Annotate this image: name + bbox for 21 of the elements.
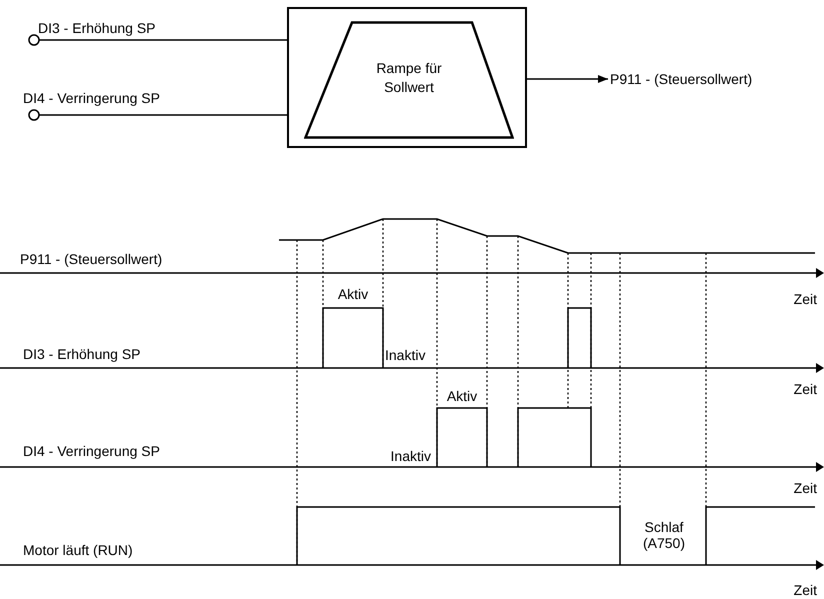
signal-line: [28, 34, 287, 46]
state-label: Aktiv: [338, 286, 368, 302]
state-label: Aktiv: [446, 388, 478, 404]
axis-label: Zeit: [794, 291, 817, 307]
signal-name: Motor läuft (RUN): [23, 542, 133, 558]
signal-name: DI4 - Verringerung SP: [23, 443, 160, 459]
axis-label: Zeit: [794, 381, 817, 397]
state-label: Inaktiv: [390, 448, 431, 464]
input-label: DI4 - Verringerung SP: [23, 89, 161, 107]
state-label: Schlaf (A750): [642, 519, 686, 551]
arrow: [527, 75, 608, 83]
input-label: DI3 - Erhöhung SP: [38, 19, 157, 37]
signal-line: [28, 109, 287, 121]
output-label: P911 - (Steuersollwert): [610, 70, 754, 88]
block-label: Rampe für Sollwert: [375, 59, 443, 97]
state-label: Inaktiv: [385, 347, 426, 363]
axis-label: Zeit: [794, 582, 817, 598]
function-block: [287, 7, 527, 148]
axis-label: Zeit: [794, 480, 817, 496]
signal-name: P911 - (Steuersollwert): [20, 251, 162, 267]
signal-name: DI3 - Erhöhung SP: [23, 346, 141, 362]
